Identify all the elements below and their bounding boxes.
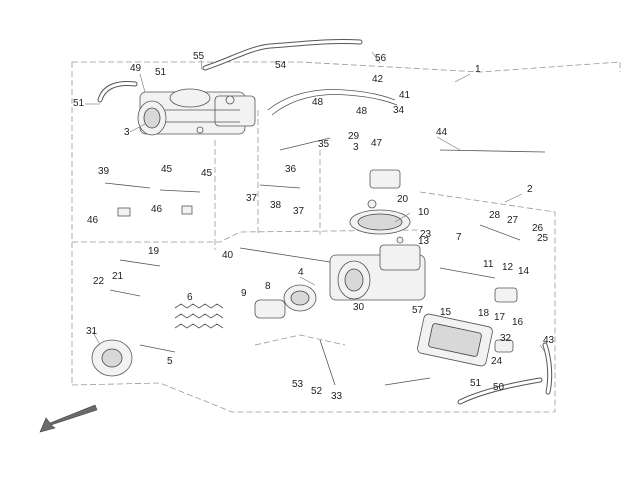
part-number-33: 33: [331, 391, 343, 402]
part-number-3: 3: [353, 142, 359, 153]
part-number-26: 26: [532, 223, 544, 234]
part-number-37: 37: [246, 193, 258, 204]
part-number-36: 36: [285, 164, 297, 175]
part-number-9: 9: [241, 288, 247, 299]
part-number-29: 29: [348, 131, 360, 142]
part-number-46: 46: [87, 215, 99, 226]
part-number-39: 39: [98, 166, 110, 177]
part-number-34: 34: [393, 105, 405, 116]
part-number-38: 38: [270, 200, 282, 211]
part-number-40: 40: [222, 250, 234, 261]
part-number-42: 42: [372, 74, 384, 85]
part-number-54: 54: [275, 60, 287, 71]
part-number-23: 23: [420, 229, 432, 240]
part-number-51: 51: [73, 98, 85, 109]
part-number-18: 18: [478, 308, 490, 319]
part-number-1: 1: [475, 64, 481, 75]
part-number-5: 5: [167, 356, 173, 367]
part-number-49: 49: [130, 63, 142, 74]
part-number-50: 50: [493, 382, 505, 393]
part-number-41: 41: [399, 90, 411, 101]
part-number-45: 45: [201, 168, 213, 179]
part-number-17: 17: [494, 312, 506, 323]
part-number-37: 37: [293, 206, 305, 217]
part-number-55: 55: [193, 51, 205, 62]
part-number-13: 13: [418, 236, 430, 247]
part-number-47: 47: [371, 138, 383, 149]
part-number-30: 30: [353, 302, 365, 313]
part-number-7: 7: [456, 232, 462, 243]
part-number-11: 11: [483, 259, 494, 270]
part-number-4: 4: [298, 267, 304, 278]
part-number-22: 22: [93, 276, 105, 287]
part-number-21: 21: [112, 271, 124, 282]
front-direction-arrow-icon: [39, 404, 98, 433]
part-number-48: 48: [356, 106, 368, 117]
part-number-51: 51: [470, 378, 482, 389]
float-bowl: [417, 313, 493, 367]
part-number-24: 24: [491, 356, 503, 367]
small-parts: [104, 137, 546, 386]
leader-lines: [85, 51, 546, 353]
part-number-14: 14: [518, 266, 530, 277]
hoses: [97, 38, 553, 405]
part-number-57: 57: [412, 305, 424, 316]
part-number-35: 35: [318, 139, 330, 150]
part-number-32: 32: [500, 333, 512, 344]
part-number-12: 12: [502, 262, 514, 273]
part-number-28: 28: [489, 210, 501, 221]
part-number-51: 51: [155, 67, 167, 78]
part-number-10: 10: [418, 207, 430, 218]
part-number-27: 27: [507, 215, 519, 226]
part-number-56: 56: [375, 53, 387, 64]
part-number-16: 16: [512, 317, 524, 328]
part-number-3: 3: [124, 127, 130, 138]
part-number-25: 25: [537, 233, 549, 244]
part-number-45: 45: [161, 164, 173, 175]
part-number-20: 20: [397, 194, 409, 205]
part-number-44: 44: [436, 127, 448, 138]
assembly-boundaries: [71, 61, 621, 413]
part-number-52: 52: [311, 386, 323, 397]
part-number-31: 31: [86, 326, 98, 337]
part-number-46: 46: [151, 204, 163, 215]
part-number-48: 48: [312, 97, 324, 108]
part-number-8: 8: [265, 281, 271, 292]
part-number-53: 53: [292, 379, 304, 390]
carburetor-upper: [137, 88, 256, 136]
part-number-6: 6: [187, 292, 193, 303]
part-number-19: 19: [148, 246, 160, 257]
part-number-15: 15: [440, 307, 452, 318]
part-number-2: 2: [527, 184, 533, 195]
part-number-43: 43: [543, 335, 555, 346]
carburetor-lower: [91, 209, 426, 377]
